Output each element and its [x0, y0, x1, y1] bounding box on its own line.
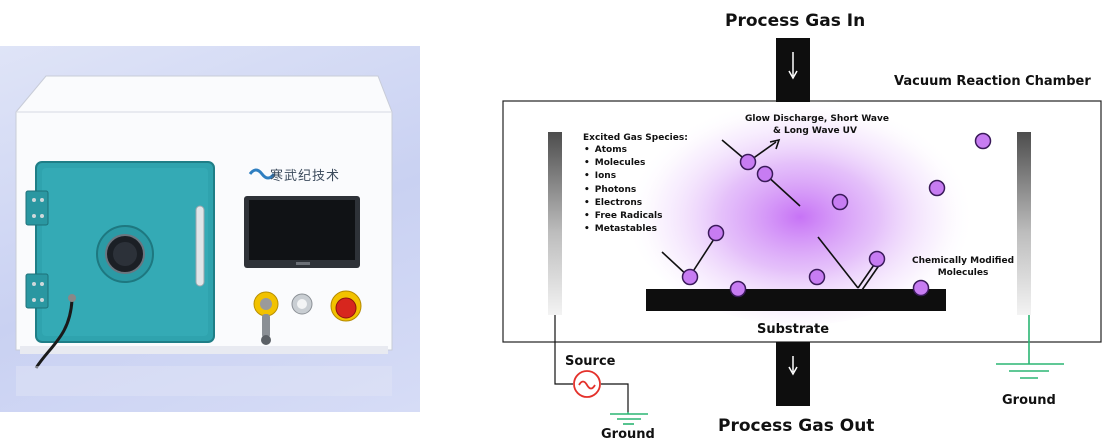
modified-line2: Molecules: [937, 268, 989, 278]
list-item: Photons: [584, 184, 663, 197]
modified-molecules-label: Chemically Modified Molecules: [911, 255, 1015, 279]
list-item: Free Radicals: [584, 210, 663, 223]
glow-discharge-line2: & Long Wave UV: [773, 126, 857, 136]
modified-line1: Chemically Modified: [911, 256, 1015, 266]
ground-left-label: Ground: [601, 427, 655, 442]
product-photo: 寒武纪技术: [0, 46, 420, 412]
list-item: Electrons: [584, 197, 663, 210]
gas-molecules: [681, 132, 992, 298]
glow-discharge-line1: Glow Discharge, Short Wave: [745, 114, 889, 124]
glow-discharge-label: Glow Discharge, Short Wave & Long Wave U…: [745, 113, 889, 137]
species-title: Excited Gas Species:: [583, 133, 688, 143]
source-label: Source: [565, 354, 616, 369]
ground-right-label: Ground: [1002, 393, 1056, 408]
brand-text: 寒武纪技术: [270, 169, 341, 184]
substrate-plate: [646, 289, 946, 311]
electrode-right: [1017, 132, 1031, 315]
list-item: Ions: [584, 170, 663, 183]
ground-left-icon: [610, 412, 648, 425]
chamber-label: Vacuum Reaction Chamber: [894, 74, 1091, 89]
process-gas-in-label: Process Gas In: [725, 11, 866, 31]
list-item: Atoms: [584, 144, 663, 157]
plasma-cleaner-illustration: [15, 75, 393, 396]
electrode-left: [548, 132, 562, 315]
ground-right-icon: [996, 315, 1064, 379]
substrate-label: Substrate: [757, 322, 830, 337]
list-item: Molecules: [584, 157, 663, 170]
list-item: Metastables: [584, 223, 663, 236]
process-gas-out-label: Process Gas Out: [718, 416, 875, 436]
species-list: Atoms Molecules Ions Photons Electrons F…: [584, 144, 663, 236]
